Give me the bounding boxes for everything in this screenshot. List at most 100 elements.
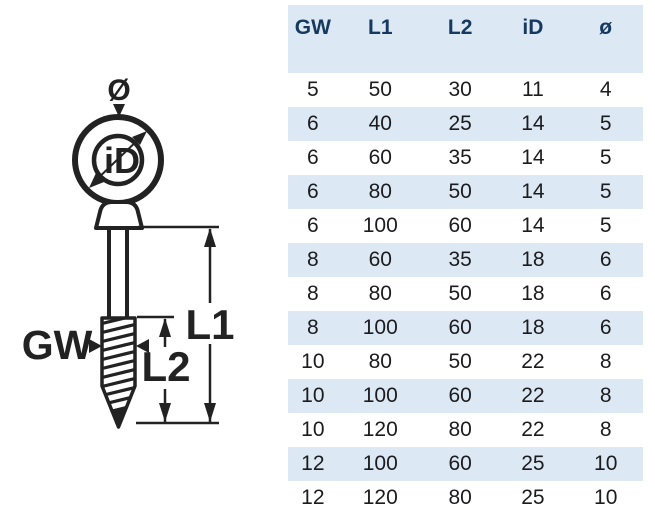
table-cell: 14: [521, 180, 545, 203]
table-cell: 100: [362, 214, 398, 237]
table-cell: 80: [368, 282, 392, 305]
table-row: 12 120 80 25 10: [288, 481, 643, 515]
table-cell: 40: [368, 112, 392, 135]
table-cell: 18: [521, 316, 545, 339]
diameter-arrow-down-icon: [113, 104, 125, 117]
table-row: 10 100 60 22 8: [288, 379, 643, 413]
table-cell: 60: [368, 146, 392, 169]
table-cell: 12: [301, 486, 325, 509]
table-cell: 12: [301, 452, 325, 475]
table-cell: 5: [307, 78, 319, 101]
table-cell: 50: [448, 282, 472, 305]
table-cell: 18: [521, 248, 545, 271]
table-cell: 8: [307, 316, 319, 339]
eyebolt-drawing: Ø iD GW: [22, 74, 235, 429]
table-cell: 25: [521, 486, 545, 509]
table-cell: 6: [307, 180, 319, 203]
table-row: 6 60 35 14 5: [288, 141, 643, 175]
table-cell: 120: [362, 418, 398, 441]
table-cell: 50: [448, 350, 472, 373]
table-cell: 50: [448, 180, 472, 203]
table-cell: 80: [448, 418, 472, 441]
table-cell: 14: [521, 214, 545, 237]
l2-arrow-down-icon: [159, 403, 171, 422]
shank: [107, 224, 129, 322]
table-cell: 60: [448, 316, 472, 339]
l1-label: L1: [185, 301, 234, 348]
table-cell: 60: [448, 384, 472, 407]
table-cell: 4: [599, 78, 612, 101]
table-cell: 18: [521, 282, 545, 305]
table-cell: 5: [599, 180, 612, 203]
table-cell: 5: [599, 146, 612, 169]
thread-hatching: [102, 318, 135, 425]
table-cell: 100: [362, 384, 398, 407]
table-cell: 10: [301, 350, 325, 373]
l1-arrow-down-icon: [204, 403, 216, 422]
table-cell: 35: [448, 248, 472, 271]
table-cell: 35: [448, 146, 472, 169]
table-cell: 10: [594, 452, 618, 475]
table-cell: 8: [599, 350, 612, 373]
table-cell: 8: [599, 384, 612, 407]
table-cell: 8: [307, 282, 319, 305]
thread-tip: [112, 410, 126, 427]
l1-arrow-up-icon: [204, 228, 216, 247]
table-cell: 5: [599, 214, 612, 237]
table-cell: 6: [307, 112, 319, 135]
table-cell: 25: [521, 452, 545, 475]
thread-arrow-left-icon: [136, 339, 149, 353]
inner-diameter-arrow-upright-icon: [132, 131, 147, 145]
table-cell: 14: [521, 112, 545, 135]
table-cell: 100: [362, 316, 398, 339]
table-row: 6 40 25 14 5: [288, 107, 643, 141]
column-header: L2: [422, 5, 498, 73]
table-cell: 8: [599, 418, 612, 441]
collar: [94, 200, 144, 230]
table-cell: 10: [594, 486, 618, 509]
table-cell: 100: [362, 452, 398, 475]
table-row: 8 60 35 18 6: [288, 243, 643, 277]
diameter-label: Ø: [107, 74, 130, 107]
table-cell: 60: [448, 214, 472, 237]
thread-arrow-right-icon: [89, 339, 102, 353]
table-cell: 10: [301, 418, 325, 441]
table-cell: 10: [301, 384, 325, 407]
table-cell: 22: [521, 384, 545, 407]
table-cell: 6: [599, 316, 612, 339]
table-row: 12 100 60 25 10: [288, 447, 643, 481]
table-cell: 60: [368, 248, 392, 271]
thread-size-label: GW: [22, 322, 93, 368]
table-cell: 6: [307, 146, 319, 169]
table-cell: 14: [521, 146, 545, 169]
table-cell: 80: [368, 180, 392, 203]
table-cell: 60: [448, 452, 472, 475]
table-cell: 120: [362, 486, 398, 509]
inner-diameter-label: iD: [104, 140, 140, 181]
table-cell: 5: [599, 112, 612, 135]
table-cell: 80: [448, 486, 472, 509]
table-cell: 6: [599, 248, 612, 271]
table-cell: 6: [307, 214, 319, 237]
table-cell: 50: [368, 78, 392, 101]
l2-label: L2: [141, 343, 190, 390]
column-header: L1: [337, 5, 423, 73]
table-row: 6 80 50 14 5: [288, 175, 643, 209]
table-cell: 6: [599, 282, 612, 305]
table-cell: 25: [448, 112, 472, 135]
column-header: iD: [497, 5, 569, 73]
thread: [100, 316, 137, 429]
table-cell: 8: [307, 248, 319, 271]
l2-arrow-up-icon: [159, 318, 171, 337]
eyebolt-diagram: Ø iD GW: [0, 0, 288, 516]
table-row: 8 100 60 18 6: [288, 311, 643, 345]
